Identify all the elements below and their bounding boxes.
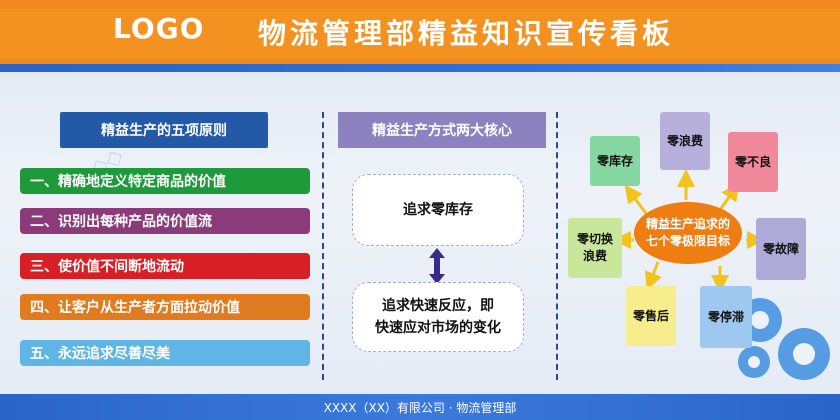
core-quick-response-line2: 快速应对市场的变化	[375, 320, 501, 336]
divider-right	[556, 112, 558, 380]
logo: LOGO	[113, 12, 205, 45]
principle-5: 五、永远追求尽善尽美	[20, 340, 310, 366]
header-underline	[0, 64, 840, 72]
goal-zero-waste: 零浪费	[660, 112, 710, 170]
core-quick-response-line1: 追求快速反应，即	[382, 298, 494, 314]
principles-title: 精益生产的五项原则	[60, 112, 268, 148]
principle-1: 一、精确地定义特定商品的价值	[20, 168, 310, 194]
principle-4: 四、让客户从生产者方面拉动价值	[20, 294, 310, 320]
principle-2: 二、识别出每种产品的价值流	[20, 208, 310, 234]
goal-zero-changeover-line2: 浪费	[582, 249, 607, 263]
footer-text: XXXX（XX）有限公司 · 物流管理部	[323, 401, 517, 415]
goal-zero-changeover: 零切换 浪费	[568, 218, 622, 278]
goal-zero-failure: 零故障	[756, 218, 806, 280]
divider-left	[322, 112, 324, 380]
goal-center-line1: 精益生产追求的	[645, 217, 730, 231]
header-band	[0, 9, 840, 59]
goal-zero-inventory: 零库存	[590, 136, 640, 186]
page-title: 物流管理部精益知识宣传看板	[258, 17, 675, 50]
core-quick-response: 追求快速反应，即 快速应对市场的变化	[352, 282, 524, 352]
goal-center-line2: 七个零极限目标	[645, 234, 730, 248]
goal-zero-changeover-line1: 零切换	[576, 232, 613, 246]
goal-zero-stagnation: 零停滞	[700, 286, 752, 348]
core-title: 精益生产方式两大核心	[338, 112, 546, 148]
footer	[0, 394, 840, 420]
goal-zero-aftersales: 零售后	[626, 286, 676, 346]
double-arrow-icon	[429, 248, 445, 284]
goal-zero-defect: 零不良	[728, 132, 778, 192]
goal-center: 精益生产追求的 七个零极限目标	[634, 202, 742, 264]
core-zero-inventory: 追求零库存	[352, 174, 524, 246]
principle-3: 三、使价值不间断地流动	[20, 253, 310, 279]
